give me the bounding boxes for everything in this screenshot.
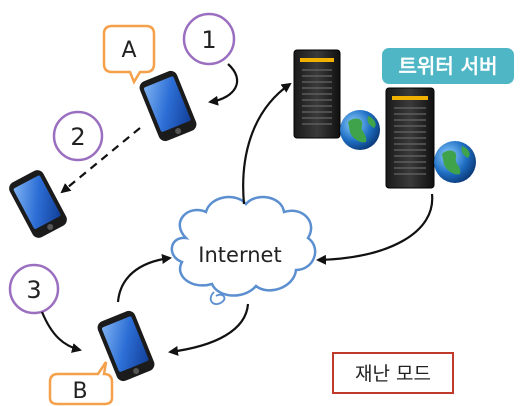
- phone-b-icon: [97, 310, 155, 382]
- twitter-server-badge: 트위터 서버: [382, 48, 514, 84]
- step-1-label: 1: [201, 26, 216, 54]
- step-3-badge: 3: [8, 263, 60, 315]
- internet-cloud-icon: Internet: [170, 195, 317, 305]
- phone-a-icon: [139, 70, 197, 142]
- server-1-icon: [293, 49, 341, 139]
- globe-2-icon: [434, 141, 476, 183]
- disaster-mode-box: 재난 모드: [332, 352, 454, 394]
- server-2-icon: [385, 87, 435, 189]
- cloud-label: Internet: [198, 243, 281, 267]
- globe-1-icon: [340, 110, 380, 150]
- arrow-b-to-internet: [116, 254, 172, 303]
- arrow-internet-to-server: [242, 82, 292, 205]
- arrow-step-1: [208, 63, 239, 106]
- callout-a: A: [102, 24, 156, 85]
- relay-phone-icon: [9, 170, 67, 238]
- arrow-internet-to-b: [168, 303, 250, 356]
- arrow-step-3: [40, 311, 82, 353]
- step-3-label: 3: [26, 276, 41, 304]
- step-2-badge: 2: [52, 110, 104, 162]
- callout-b: B: [48, 361, 114, 406]
- step-2-label: 2: [70, 123, 85, 151]
- arrow-server-to-internet: [316, 193, 434, 265]
- disaster-mode-label: 재난 모드: [355, 363, 431, 385]
- step-1-badge: 1: [182, 12, 236, 66]
- arrow-dashed-a-to-relay: [60, 127, 141, 194]
- callout-a-label: A: [121, 38, 136, 63]
- callout-b-label: B: [72, 379, 87, 404]
- twitter-server-label: 트위터 서버: [399, 54, 498, 78]
